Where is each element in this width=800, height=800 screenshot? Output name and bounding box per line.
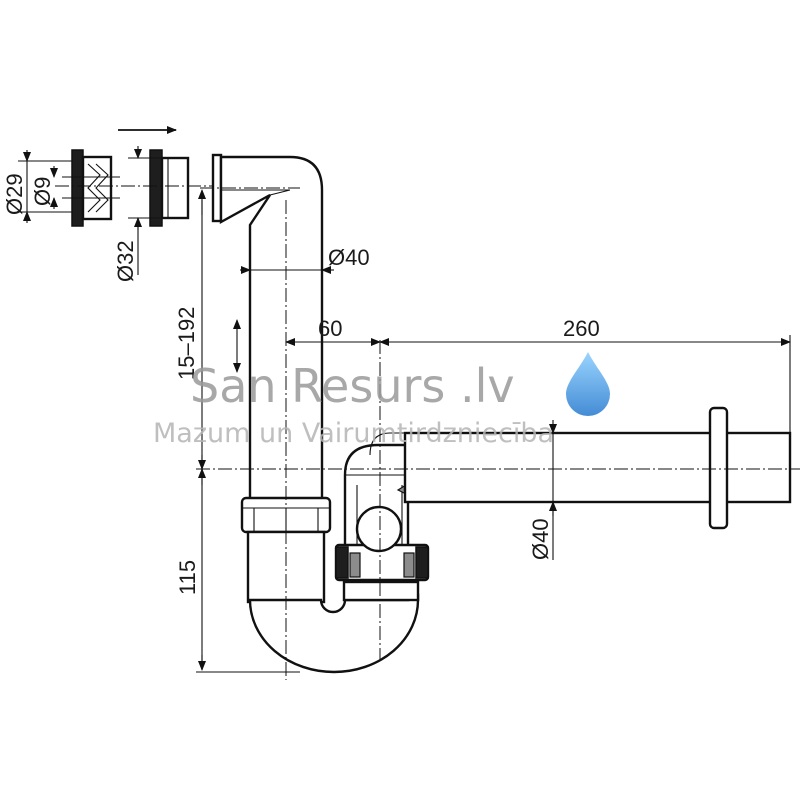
- water-drop-icon: [566, 352, 610, 416]
- dim-ring-outer: Ø29: [2, 173, 27, 215]
- trap-ball: [355, 505, 403, 553]
- adapter-part: [149, 149, 190, 227]
- outlet-rosette: [708, 406, 729, 530]
- dim-offset: 60: [318, 316, 342, 341]
- dim-depth: 115: [175, 560, 200, 595]
- reducer-ring-part: [62, 149, 120, 227]
- dim-ring-inner: Ø9: [30, 177, 55, 206]
- dim-adapter: Ø32: [113, 240, 138, 282]
- dim-length: 260: [563, 316, 600, 341]
- watermark-subtitle: Mazum un Vairumtirdzniecība: [153, 418, 554, 449]
- watermark: San Resurs .lv Mazum un Vairumtirdzniecī…: [153, 352, 610, 449]
- u-bend: [248, 593, 420, 674]
- dim-inlet-pipe: Ø40: [328, 245, 370, 270]
- watermark-title: San Resurs .lv: [190, 359, 515, 413]
- inlet-elbow-pipe: [219, 155, 324, 502]
- dim-outlet-pipe: Ø40: [528, 518, 553, 560]
- dim-height-range: 15–192: [174, 307, 199, 380]
